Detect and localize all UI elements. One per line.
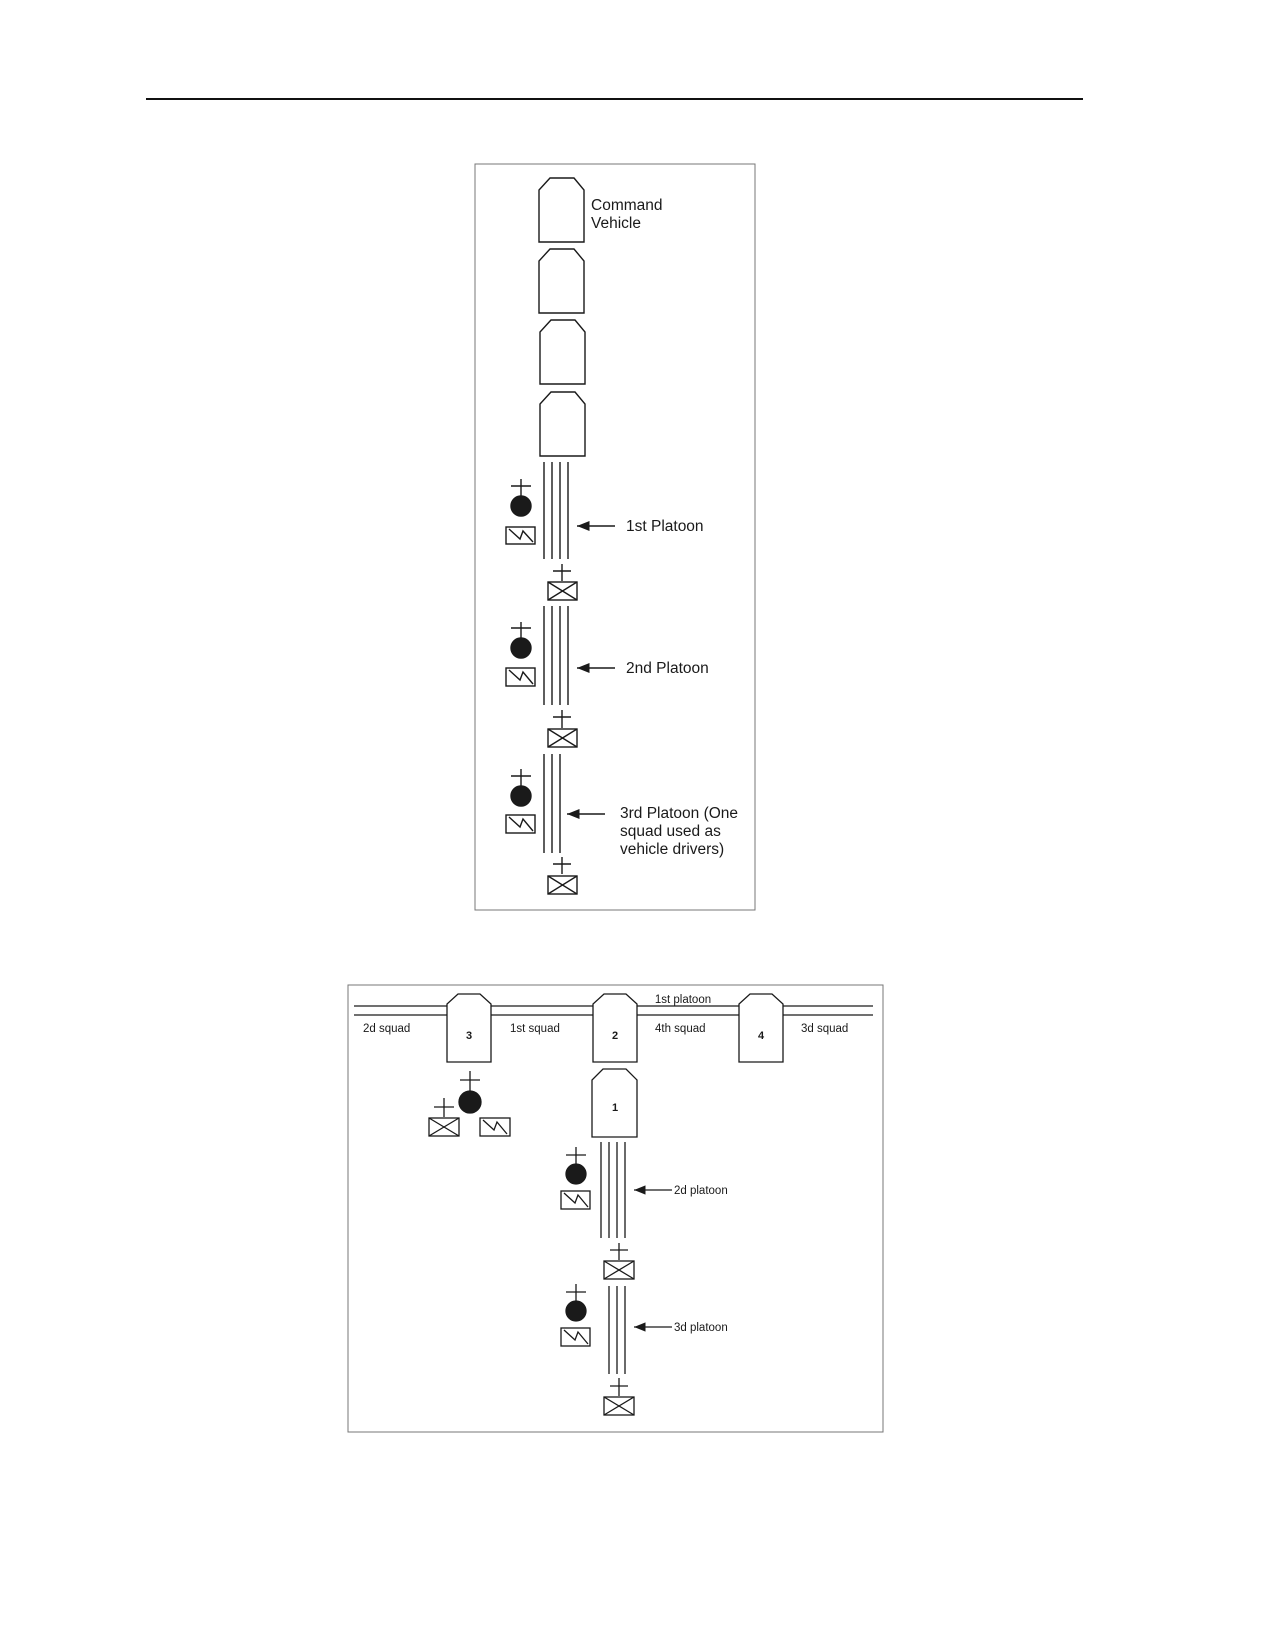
squad-leader-icon [603, 1243, 635, 1280]
platoon-top-label: 1st platoon [655, 994, 711, 1006]
platoon-3-group: 3rd Platoon (One squad used as vehicle d… [505, 754, 738, 895]
radio-operator-icon [560, 1190, 591, 1210]
vehicle-icon [538, 248, 585, 314]
platoon-1-label: 1st Platoon [626, 518, 704, 535]
vehicle-2-number: 2 [612, 1030, 618, 1042]
squad-label: 3d squad [801, 1023, 848, 1035]
squad-leader-icon [547, 564, 578, 601]
platoon-leader-icon [510, 622, 532, 659]
squad-label: 2d squad [363, 1023, 410, 1035]
squad-leader-icon [547, 857, 578, 895]
figure-2-formation: 3 2 4 1 1st platoon 2d squad 1st squad 4… [347, 984, 884, 1433]
figure-1-frame [474, 163, 756, 911]
platoon-leader-icon [565, 1284, 587, 1322]
squad-label: 1st squad [510, 1023, 560, 1035]
vehicle-icon [539, 391, 586, 457]
platoon-3-label: vehicle drivers) [620, 841, 724, 858]
vehicle-1-number: 1 [612, 1102, 618, 1114]
hq-group [428, 1071, 511, 1137]
platoon-leader-icon [510, 769, 532, 807]
platoon-2-label: 2nd Platoon [626, 660, 709, 677]
squad-label: 4th squad [655, 1023, 706, 1035]
platoon-leader-icon [510, 479, 532, 517]
command-vehicle-icon [538, 177, 585, 243]
fig2-platoon-2-group: 2d platoon [560, 1142, 728, 1280]
squad-leader-icon [603, 1378, 635, 1416]
vehicle-3-icon [446, 993, 492, 1063]
platoon-3-label: 3rd Platoon (One [620, 805, 738, 822]
vehicle-2-icon [592, 993, 638, 1063]
vehicle-icon [539, 319, 586, 385]
squad-leader-icon [547, 710, 578, 748]
vehicle-1-icon [591, 1068, 638, 1138]
figure-2-frame [347, 984, 884, 1433]
platoon-3-label: squad used as [620, 823, 721, 840]
platoon-leader-icon [565, 1147, 587, 1185]
radio-operator-icon [479, 1117, 511, 1137]
figure-1-column-formation: Command Vehicle [474, 163, 756, 911]
vehicle-4-number: 4 [758, 1030, 765, 1042]
radio-operator-icon [560, 1327, 591, 1347]
fig2-platoon-3-label: 3d platoon [674, 1322, 728, 1334]
fig2-platoon-3-group: 3d platoon [560, 1284, 728, 1416]
radio-operator-icon [505, 667, 536, 687]
platoon-2-group: 2nd Platoon [505, 606, 709, 748]
command-vehicle-label: Vehicle [591, 215, 641, 232]
radio-operator-icon [505, 526, 536, 545]
platoon-leader-icon [458, 1090, 482, 1114]
vehicle-4-icon [738, 993, 784, 1063]
radio-operator-icon [505, 814, 536, 834]
platoon-1-group: 1st Platoon [505, 462, 704, 601]
command-vehicle-label: Command [591, 197, 663, 214]
vehicle-3-number: 3 [466, 1030, 472, 1042]
fig2-platoon-2-label: 2d platoon [674, 1185, 728, 1197]
squad-leader-icon [428, 1098, 460, 1137]
